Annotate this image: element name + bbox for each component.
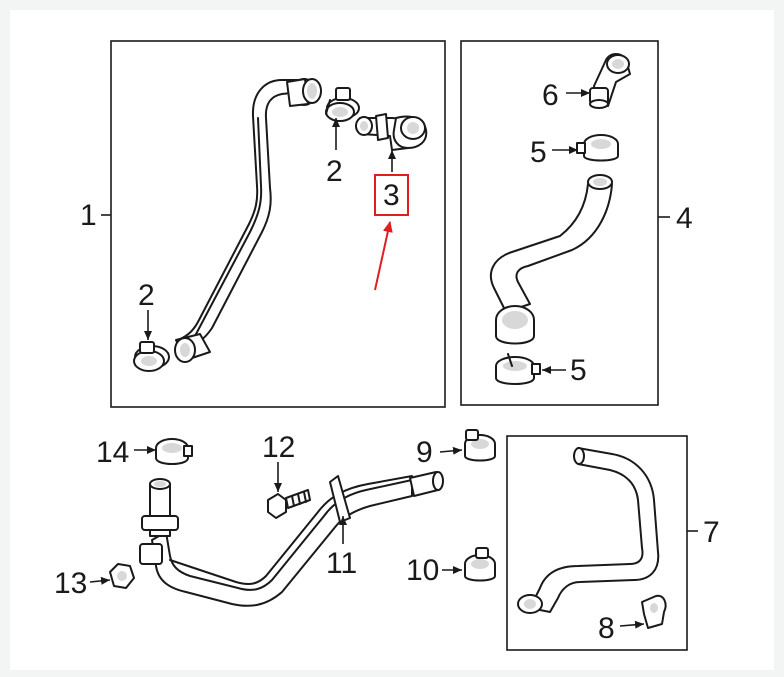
- group-frame-7: [506, 435, 688, 651]
- callout-3: 3: [383, 179, 400, 212]
- clamp-14: [155, 438, 193, 465]
- callout-11: 11: [326, 547, 357, 580]
- callout-14: 14: [96, 436, 129, 469]
- callout-12: 12: [262, 431, 295, 464]
- callout-6: 6: [542, 79, 559, 112]
- leader-9: [439, 446, 463, 455]
- elbow-fitting-6: [589, 53, 631, 109]
- group-frame-4: [460, 40, 659, 406]
- callout-7: 7: [703, 516, 720, 549]
- elbow-connector-3: [355, 113, 428, 151]
- callout-1: 1: [80, 199, 97, 232]
- hose-7: [517, 447, 660, 614]
- clamp-5-top: [576, 134, 619, 162]
- callout-5-bottom: 5: [570, 354, 587, 387]
- group-frame-1: [110, 40, 446, 408]
- nut-13: [109, 563, 135, 589]
- clamp-5-bottom: [495, 353, 541, 385]
- clamp-2-bottom: [133, 341, 170, 372]
- callout-9: 9: [416, 436, 433, 469]
- connector-clip-8: [641, 594, 667, 629]
- callout-10: 10: [406, 554, 439, 587]
- hose-assembly-1: [174, 78, 322, 363]
- clamp-10: [464, 547, 496, 582]
- highlight-box-3: [374, 174, 409, 216]
- bolt-12: [267, 489, 311, 519]
- highlight-arrow: [374, 221, 393, 291]
- callout-5-top: 5: [530, 136, 547, 169]
- clamp-9: [464, 429, 496, 462]
- pipe-assembly-11: [139, 471, 444, 607]
- clamp-2-top: [325, 87, 360, 122]
- hose-4: [489, 174, 613, 345]
- leader-13: [89, 576, 111, 585]
- leader-8: [619, 620, 645, 629]
- callout-13: 13: [54, 567, 87, 600]
- callout-2-top: 2: [326, 155, 343, 188]
- callout-8: 8: [598, 612, 615, 645]
- callout-4: 4: [676, 202, 693, 235]
- callout-2-bottom: 2: [138, 279, 155, 312]
